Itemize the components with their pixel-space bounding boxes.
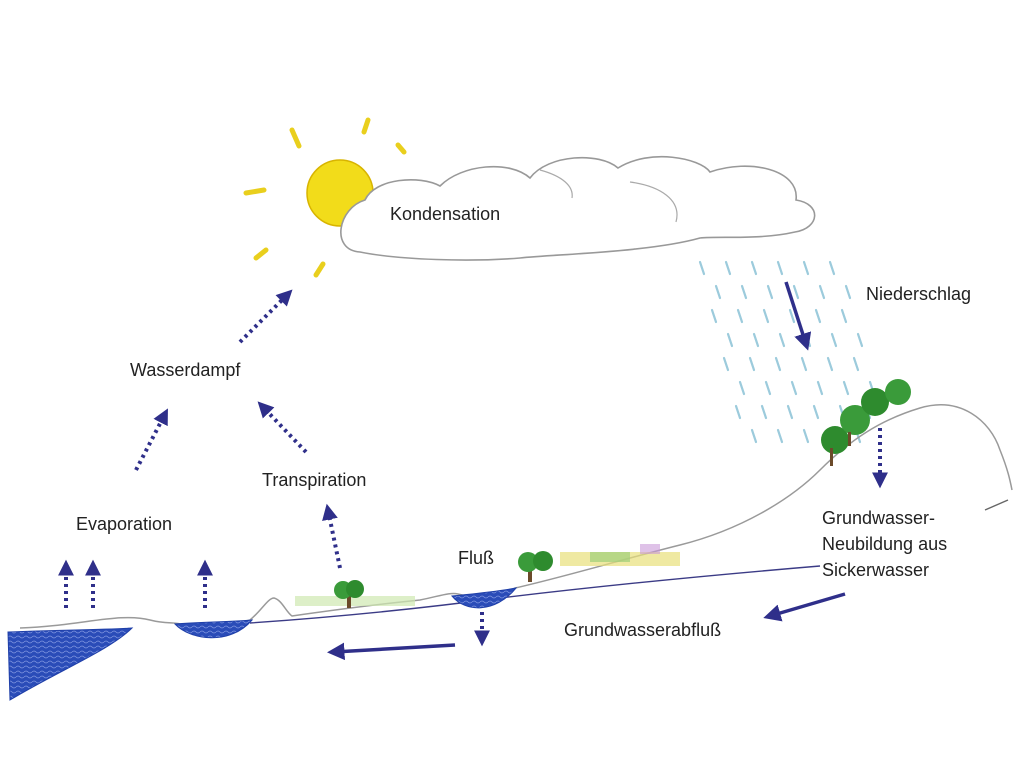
rain-drop xyxy=(774,356,782,372)
rain-drop xyxy=(826,356,834,372)
label-wasserdampf: Wasserdampf xyxy=(130,360,241,380)
rain-drop xyxy=(760,404,768,420)
label-grundwasserabfluss: Grundwasserabfluß xyxy=(564,620,722,640)
rain-drop xyxy=(840,308,848,324)
rain-drop xyxy=(844,284,852,300)
rain-drop xyxy=(804,332,812,348)
label-evaporation: Evaporation xyxy=(76,514,173,534)
label-grundwasser-line3: Sickerwasser xyxy=(822,560,930,580)
tree-icon-meadow xyxy=(334,580,364,608)
evaporation-arrows xyxy=(58,559,213,608)
rain-drop xyxy=(778,332,786,348)
vapor-arrows xyxy=(134,289,342,569)
rain-drop xyxy=(766,284,774,300)
flow-arrows xyxy=(327,281,846,661)
rain-drop xyxy=(776,260,784,276)
rain-drop xyxy=(726,332,734,348)
rain-drop xyxy=(738,380,746,396)
infiltration-arrows xyxy=(474,428,888,647)
rain-drop xyxy=(856,332,864,348)
rain-drop xyxy=(750,428,758,444)
lake-water xyxy=(173,619,254,639)
rain-drop xyxy=(790,380,798,396)
cloud-icon xyxy=(340,156,816,261)
rain-drop xyxy=(752,332,760,348)
label-niederschlag: Niederschlag xyxy=(866,284,972,304)
rain-drop xyxy=(802,428,810,444)
rain-drop xyxy=(710,308,718,324)
river-water xyxy=(451,587,518,609)
meadow-grass xyxy=(295,544,680,606)
label-fluss: Fluß xyxy=(458,548,494,568)
label-kondensation: Kondensation xyxy=(390,204,501,224)
rain-drops xyxy=(698,260,876,444)
rain-drop xyxy=(750,260,758,276)
rain-drop xyxy=(734,404,742,420)
rain-drop xyxy=(762,308,770,324)
rain-drop xyxy=(724,260,732,276)
rain-drop xyxy=(736,308,744,324)
label-grundwasser-line2: Neubildung aus xyxy=(822,534,948,554)
rain-drop xyxy=(842,380,850,396)
rain-drop xyxy=(776,428,784,444)
rain-drop xyxy=(802,260,810,276)
rain-drop xyxy=(740,284,748,300)
rain-drop xyxy=(714,284,722,300)
rain-drop xyxy=(814,308,822,324)
rain-drop xyxy=(818,284,826,300)
rain-drop xyxy=(830,332,838,348)
rain-drop xyxy=(748,356,756,372)
ground-tick xyxy=(984,499,1009,511)
rain-drop xyxy=(722,356,730,372)
rain-drop xyxy=(800,356,808,372)
rain-drop xyxy=(852,356,860,372)
label-grundwasser-line1: Grundwasser- xyxy=(822,508,936,528)
rain-drop xyxy=(786,404,794,420)
sun-rays xyxy=(243,117,407,278)
rain-drop xyxy=(816,380,824,396)
sea-water xyxy=(7,627,134,701)
rain-drop xyxy=(828,260,836,276)
rain-drop xyxy=(788,308,796,324)
label-transpiration: Transpiration xyxy=(262,470,367,490)
forest-icon-hill xyxy=(821,379,911,466)
rain-drop xyxy=(812,404,820,420)
rain-drop xyxy=(698,260,706,276)
tree-icon-river xyxy=(518,551,553,582)
rain-drop xyxy=(764,380,772,396)
rain-drop xyxy=(792,284,800,300)
